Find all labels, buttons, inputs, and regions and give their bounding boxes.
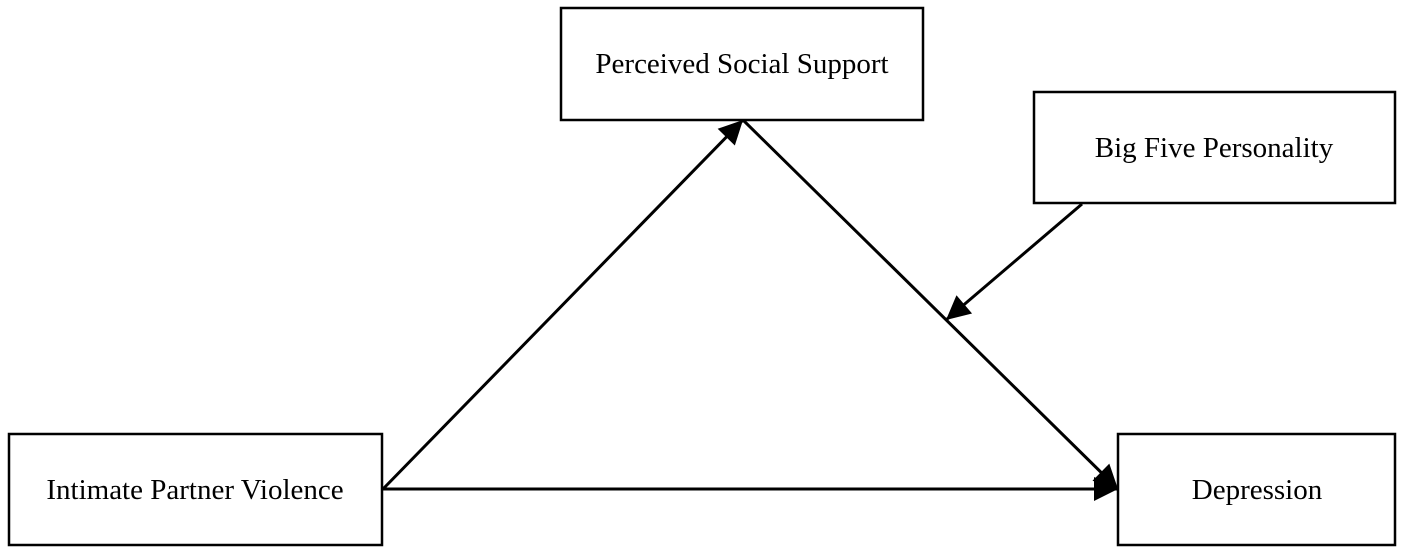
edge-bfp-moderation — [945, 202, 1083, 322]
node-intimate-partner-violence: Intimate Partner Violence — [7, 432, 384, 547]
node-depression: Depression — [1116, 432, 1397, 547]
node-perceived-social-support: Perceived Social Support — [559, 6, 925, 122]
edge-ipv-to-pss — [381, 118, 745, 491]
node-label-pss: Perceived Social Support — [595, 48, 888, 80]
node-label-dep: Depression — [1192, 474, 1323, 506]
edge-pss-to-dep — [741, 118, 1120, 491]
node-big-five-personality: Big Five Personality — [1032, 90, 1397, 205]
node-label-bfp: Big Five Personality — [1095, 132, 1334, 164]
node-label-ipv: Intimate Partner Violence — [46, 474, 343, 506]
